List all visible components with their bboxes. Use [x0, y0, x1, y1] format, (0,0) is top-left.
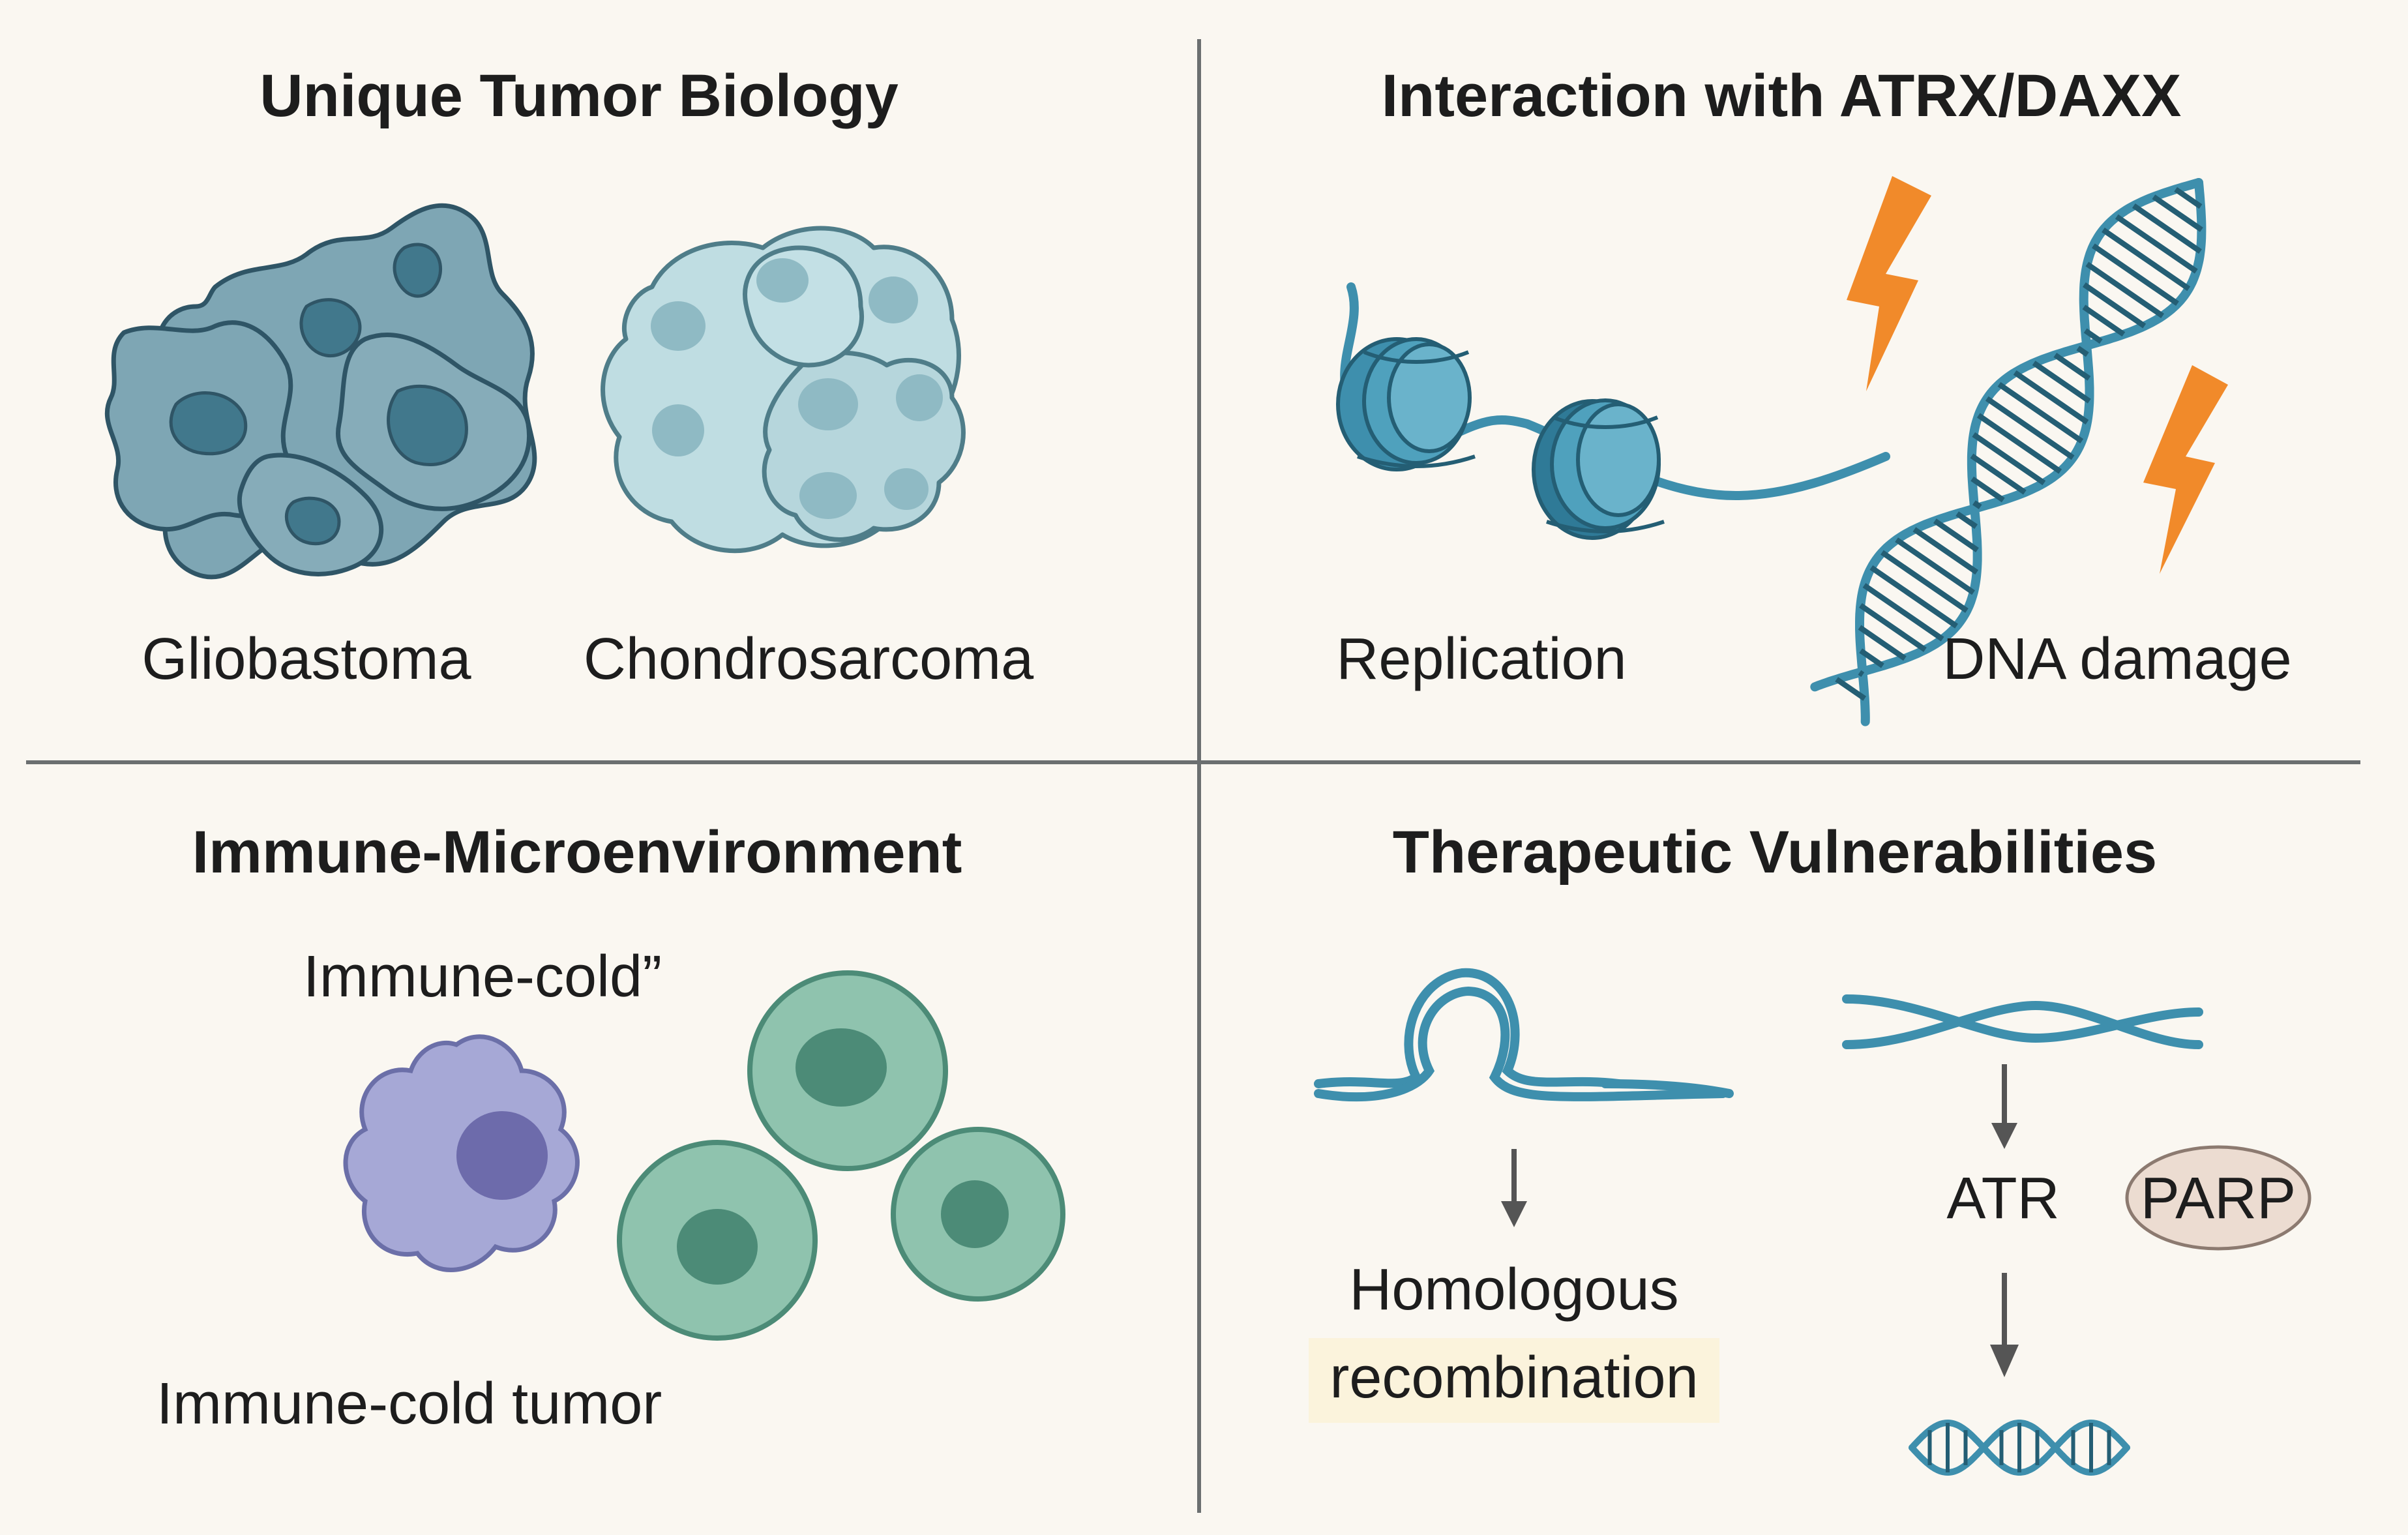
chondrosarcoma-nucleus-icon	[651, 301, 706, 351]
dna-base-pair-rung	[2053, 352, 2091, 381]
atr-label: ATR	[1946, 1166, 2060, 1231]
atrx-daxx-title: Interaction with ATRX/DAXX	[1381, 63, 2182, 129]
dna-base-pair-rung	[2174, 186, 2203, 209]
arrow-icon	[1991, 1064, 2017, 1149]
dna-base-pair-rung	[1997, 381, 2084, 443]
dna-base-pair-rung	[1985, 396, 2075, 460]
quadrant-immune: Immune-Microenvironment Immune-cold” Imm…	[0, 764, 1197, 1535]
quadrant-therapeutic: Therapeutic Vulnerabilities	[1201, 764, 2408, 1535]
tcell-icon	[891, 1127, 1065, 1302]
parp-label: PARP	[2140, 1166, 2297, 1231]
dna-base-pair-rung	[1835, 677, 1867, 701]
dna-base-pair-rung	[1970, 476, 2005, 503]
dna-base-pair-rung	[1858, 670, 1865, 678]
chromatin-illustration	[1336, 176, 2228, 726]
therapeutic-illustration	[1314, 968, 2311, 1476]
dna-base-pair-rung	[2102, 228, 2191, 291]
dna-base-pair-rung	[1955, 511, 1978, 529]
hr-label-line2: recombination	[1330, 1345, 1699, 1410]
chondrosarcoma-nucleus-icon	[652, 404, 704, 456]
chondrosarcoma-label: Chondrosarcoma	[583, 627, 1034, 692]
dna-base-pair-rung	[1972, 500, 1982, 509]
chondrosarcoma-nucleus-icon	[799, 472, 857, 519]
repaired-dna-icon	[1909, 1420, 2130, 1476]
arrow-icon	[1990, 1273, 2019, 1377]
therapeutic-title: Therapeutic Vulnerabilities	[1392, 819, 2158, 886]
dna-base-pair-rung	[2115, 214, 2198, 274]
glioblastoma-label: Gliobastoma	[141, 627, 471, 692]
dna-base-pair-rung	[1862, 583, 1944, 642]
immune-title: Immune-Microenvironment	[192, 819, 962, 886]
glioblastoma-nuclei	[169, 243, 468, 546]
quadrant-tumor-biology: Unique Tumor Biology	[0, 0, 1197, 760]
arrow-icon	[1501, 1149, 1527, 1227]
dna-base-pair-rung	[2082, 305, 2126, 337]
hr-label-line1: Homologous	[1349, 1257, 1679, 1322]
tcell-icon	[747, 970, 948, 1171]
dna-base-pair-rung	[2076, 346, 2089, 357]
nucleosome-icon	[1336, 337, 1476, 471]
dna-backbone-strand	[1855, 178, 2203, 726]
glioblastoma-cell-cluster-icon	[104, 203, 537, 580]
dna-base-pair-rung	[2032, 361, 2091, 404]
dna-base-pair-rung	[1869, 565, 1958, 629]
chondrosarcoma-nucleus-icon	[896, 374, 943, 421]
dna-base-pair-rung	[1859, 648, 1884, 668]
tcell-icon	[617, 1140, 818, 1341]
replication-label: Replication	[1336, 627, 1627, 692]
dna-base-pair-rung	[2083, 282, 2147, 329]
dna-damage-label: DNA damage	[1942, 627, 2292, 692]
dna-double-helix-icon	[1810, 178, 2207, 726]
dna-base-pair-rung	[2083, 328, 2103, 344]
strand-crossover-icon	[1842, 994, 2203, 1049]
horizontal-divider	[26, 760, 2360, 764]
immune-cold-tumor-label: Immune-cold tumor	[156, 1371, 662, 1437]
chondrosarcoma-nuclei	[651, 258, 943, 519]
dna-base-pair-rung	[1858, 625, 1907, 661]
chondrosarcoma-nucleus-icon	[884, 468, 929, 510]
chondrosarcoma-nucleus-icon	[798, 378, 858, 430]
dna-base-pair-rung	[1912, 527, 1979, 575]
dna-base-pair-rung	[2132, 203, 2202, 254]
dna-base-pair-rung	[1972, 432, 2046, 486]
dna-base-pair-rung	[1933, 518, 1979, 553]
dna-base-pair-rung	[2013, 370, 2089, 425]
macrophage-nucleus-icon	[456, 1111, 548, 1200]
vertical-divider	[1197, 39, 1201, 1513]
nucleosome-icon	[1532, 398, 1665, 540]
dloop-icon	[1314, 968, 1734, 1102]
glioblastoma-nucleus-icon	[169, 391, 248, 456]
lightning-icon	[1847, 176, 1931, 391]
dna-base-pair-rung	[2091, 243, 2179, 306]
dna-backbone-strand	[1810, 178, 2207, 692]
dna-base-pair-rung	[1858, 603, 1927, 652]
tumor-biology-title: Unique Tumor Biology	[260, 63, 899, 129]
hr-label-highlight	[1309, 1338, 1719, 1423]
chondrosarcoma-nucleus-icon	[756, 258, 809, 303]
dna-base-pair-rung	[2085, 261, 2165, 318]
immune-cold-quote-label: Immune-cold”	[303, 944, 662, 1009]
tumor-cells-illustration	[104, 203, 966, 580]
chondrosarcoma-nucleus-icon	[869, 276, 918, 323]
parp-ellipse	[2125, 1145, 2311, 1251]
dna-base-pair-rung	[2152, 194, 2203, 232]
dna-base-pair-rung	[1895, 537, 1975, 595]
dna-base-pair-rung	[1976, 413, 2062, 474]
immune-cells-illustration	[343, 970, 1065, 1341]
dna-base-pair-rung	[1970, 453, 2027, 495]
lightning-icon	[2143, 365, 2228, 574]
quadrant-atrx-daxx: Interaction with ATRX/DAXX	[1201, 0, 2408, 760]
glioblastoma-nucleus-icon	[393, 243, 443, 298]
glioblastoma-nucleus-icon	[299, 298, 362, 358]
glioblastoma-nucleus-icon	[284, 496, 341, 546]
dna-base-pair-rung	[1880, 550, 1969, 613]
glioblastoma-nucleus-icon	[387, 384, 468, 466]
